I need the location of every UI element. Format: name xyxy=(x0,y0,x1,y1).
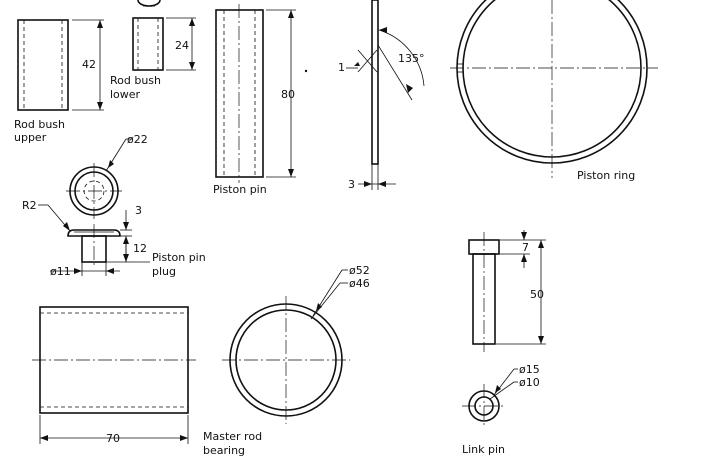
master-rod-bearing-end-view: ø52 ø46 Master rod bearing xyxy=(203,264,370,457)
piston-ring-section-view: 3 1 135° xyxy=(338,0,425,191)
link-pin-id-dim: ø10 xyxy=(519,376,540,389)
piston-ring-angle-dim: 135° xyxy=(398,52,425,65)
piston-pin-plug-shank-dim: ø11 xyxy=(50,265,71,278)
piston-pin-plug-length-dim: 12 xyxy=(133,242,147,255)
link-pin-label: Link pin xyxy=(462,443,505,456)
piston-ring-thickness-dim: 1 xyxy=(338,61,345,74)
rod-bush-lower-view: 24 Rod bush lower xyxy=(110,0,196,101)
rod-bush-lower-label-1: Rod bush xyxy=(110,74,161,87)
piston-ring-view: Piston ring xyxy=(450,0,658,182)
piston-pin-plug-head-dim: 3 xyxy=(135,204,142,217)
rod-bush-upper-label-1: Rod bush xyxy=(14,118,65,131)
piston-ring-width-dim: 3 xyxy=(348,178,355,191)
piston-pin-plug-label-2: plug xyxy=(152,265,176,278)
link-pin-view: 7 50 ø15 ø10 Link pin xyxy=(462,230,546,456)
piston-pin-view: 80 Piston pin xyxy=(213,4,308,196)
master-rod-bearing-label-2: bearing xyxy=(203,444,245,457)
piston-ring-label: Piston ring xyxy=(577,169,635,182)
piston-pin-plug-diameter-dim: ø22 xyxy=(127,133,148,146)
master-rod-bearing-label-1: Master rod xyxy=(203,430,262,443)
master-rod-bearing-od-dim: ø52 xyxy=(349,264,370,277)
rod-bush-lower-label-2: lower xyxy=(110,88,141,101)
rod-bush-lower-length-dim: 24 xyxy=(175,39,189,52)
rod-bush-upper-length-dim: 42 xyxy=(82,58,96,71)
piston-pin-plug-radius-dim: R2 xyxy=(22,199,37,212)
piston-pin-label: Piston pin xyxy=(213,183,267,196)
piston-pin-length-dim: 80 xyxy=(281,88,295,101)
link-pin-od-dim: ø15 xyxy=(519,363,540,376)
rod-bush-upper-view: 42 Rod bush upper xyxy=(14,19,104,144)
piston-pin-plug-view: ø22 R2 3 12 ø11 Piston pin plug xyxy=(22,133,206,278)
link-pin-length-dim: 50 xyxy=(530,288,544,301)
master-rod-bearing-side-view: 70 xyxy=(32,306,196,445)
rod-bush-upper-label-2: upper xyxy=(14,131,47,144)
master-rod-bearing-id-dim: ø46 xyxy=(349,277,370,290)
link-pin-head-dim: 7 xyxy=(522,241,529,254)
master-rod-bearing-length-dim: 70 xyxy=(106,432,120,445)
piston-pin-plug-label-1: Piston pin xyxy=(152,251,206,264)
